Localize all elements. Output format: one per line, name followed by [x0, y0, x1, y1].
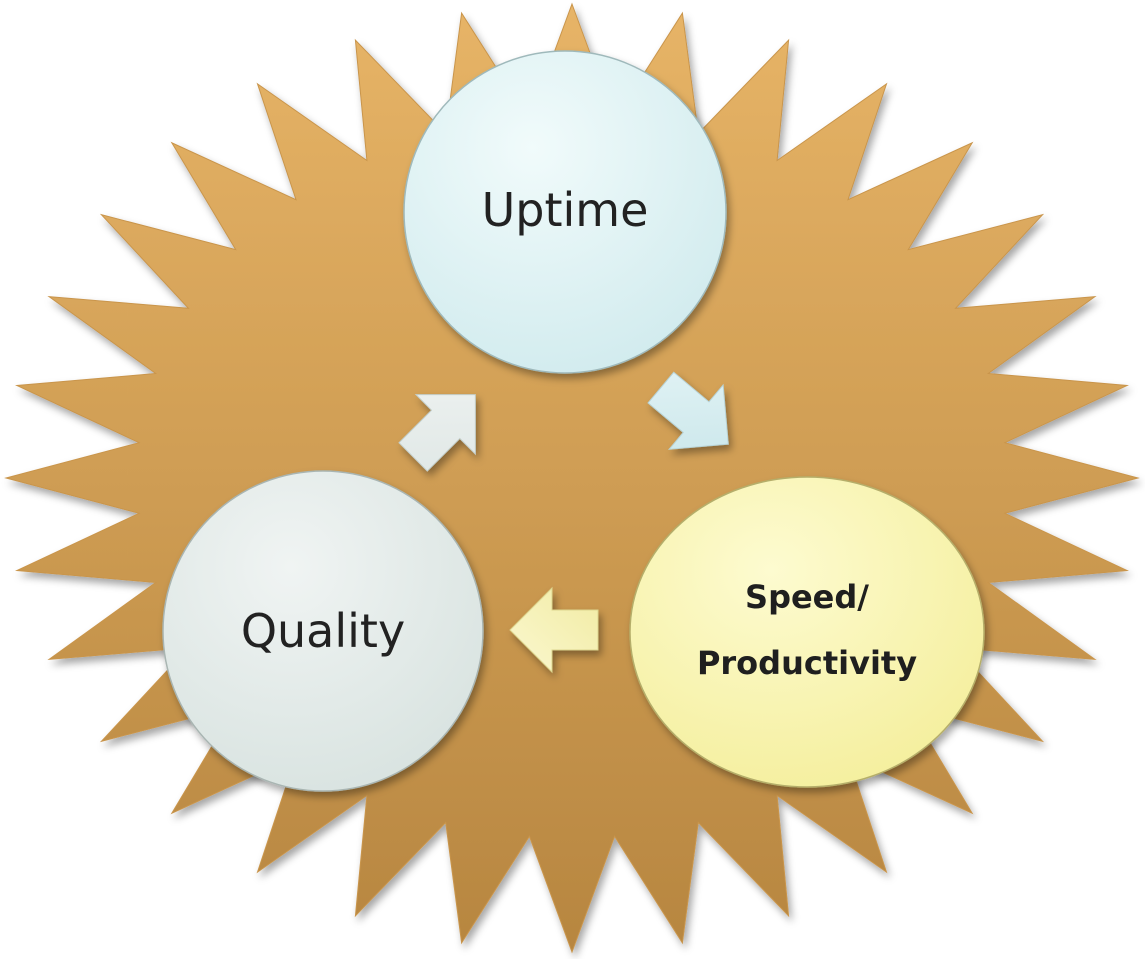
node-speed-productivity: Speed/ Productivity — [629, 476, 985, 788]
arrow-speed-to-quality — [509, 586, 599, 674]
arrow-uptime-to-speed — [647, 371, 729, 450]
node-speed-label-line1: Speed/ — [745, 578, 869, 616]
node-uptime-label: Uptime — [482, 183, 649, 237]
node-quality-label: Quality — [241, 604, 405, 658]
node-uptime: Uptime — [403, 50, 727, 374]
node-speed-label-line2: Productivity — [697, 644, 917, 682]
node-quality: Quality — [162, 470, 484, 792]
arrow-quality-to-uptime — [398, 394, 476, 472]
